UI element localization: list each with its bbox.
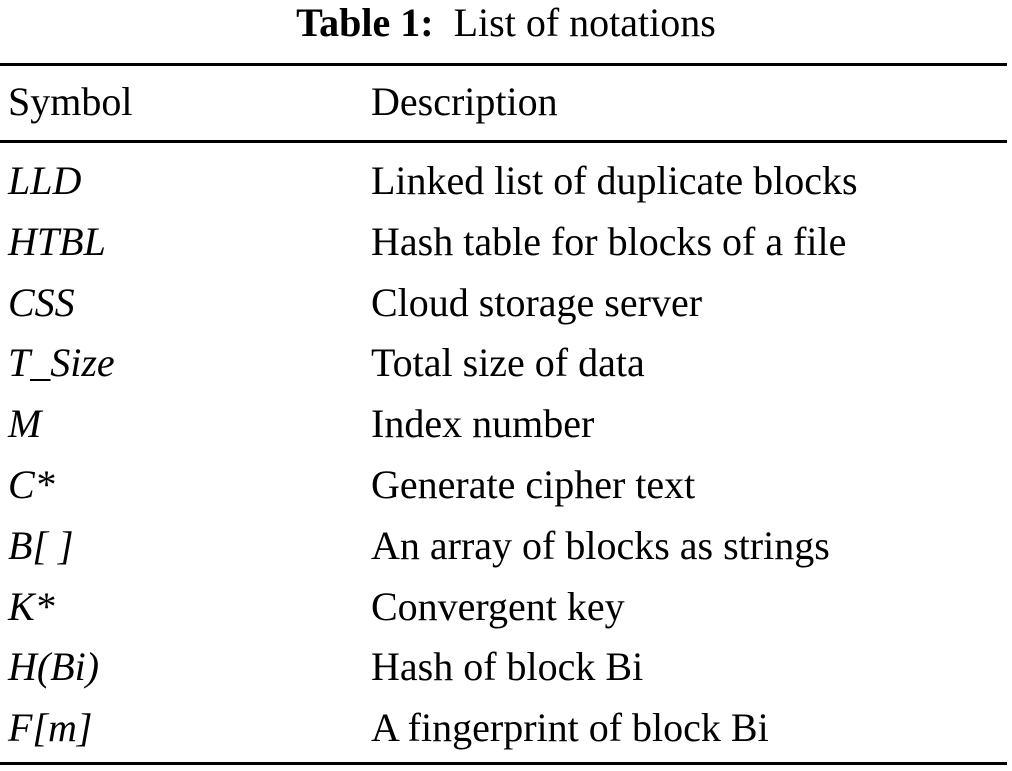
row-description: Generate cipher text xyxy=(371,461,696,507)
row-symbol: C* xyxy=(8,461,55,507)
row-symbol: H(Bi) xyxy=(8,644,100,690)
table-header-row: Symbol Description xyxy=(0,79,1012,125)
row-symbol: CSS xyxy=(8,279,75,325)
table-row: T_Size Total size of data xyxy=(0,335,1012,396)
row-symbol: LLD xyxy=(8,158,82,203)
header-symbol: Symbol xyxy=(8,79,133,124)
table-row: CSS Cloud storage server xyxy=(0,275,1012,336)
table-top-rule xyxy=(0,63,1007,66)
row-symbol: M xyxy=(8,401,42,447)
table-caption-text: List of notations xyxy=(453,0,716,45)
row-description: Hash of block Bi xyxy=(371,644,644,690)
table-row: C* Generate cipher text xyxy=(0,457,1012,518)
row-symbol: B[ ] xyxy=(8,522,74,568)
row-description: An array of blocks as strings xyxy=(371,522,830,568)
table-bottom-rule xyxy=(0,762,1007,765)
table-row: LLD Linked list of duplicate blocks xyxy=(0,153,1012,214)
row-description: Hash table for blocks of a file xyxy=(371,218,847,264)
row-symbol: T_Size xyxy=(8,340,115,386)
row-description: Convergent key xyxy=(371,583,625,629)
table-caption-label: Table 1: xyxy=(296,0,434,45)
row-symbol: F[m] xyxy=(8,705,93,751)
table-row: F[m] A fingerprint of block Bi xyxy=(0,700,1012,761)
header-description: Description xyxy=(371,79,558,124)
row-description: Linked list of duplicate blocks xyxy=(371,158,858,203)
row-description: Index number xyxy=(371,401,595,447)
table-row: M Index number xyxy=(0,396,1012,457)
table-row: B[ ] An array of blocks as strings xyxy=(0,518,1012,579)
table-header-rule xyxy=(0,140,1007,143)
table-caption: Table 1: List of notations xyxy=(0,0,1012,46)
row-symbol: HTBL xyxy=(8,218,106,264)
row-description: Cloud storage server xyxy=(371,279,703,325)
table-body: LLD Linked list of duplicate blocks HTBL… xyxy=(0,153,1012,761)
table-row: HTBL Hash table for blocks of a file xyxy=(0,214,1012,275)
row-description: A fingerprint of block Bi xyxy=(371,705,769,751)
row-symbol: K* xyxy=(8,583,55,629)
table-row: H(Bi) Hash of block Bi xyxy=(0,639,1012,700)
table-row: K* Convergent key xyxy=(0,579,1012,640)
row-description: Total size of data xyxy=(371,340,645,386)
